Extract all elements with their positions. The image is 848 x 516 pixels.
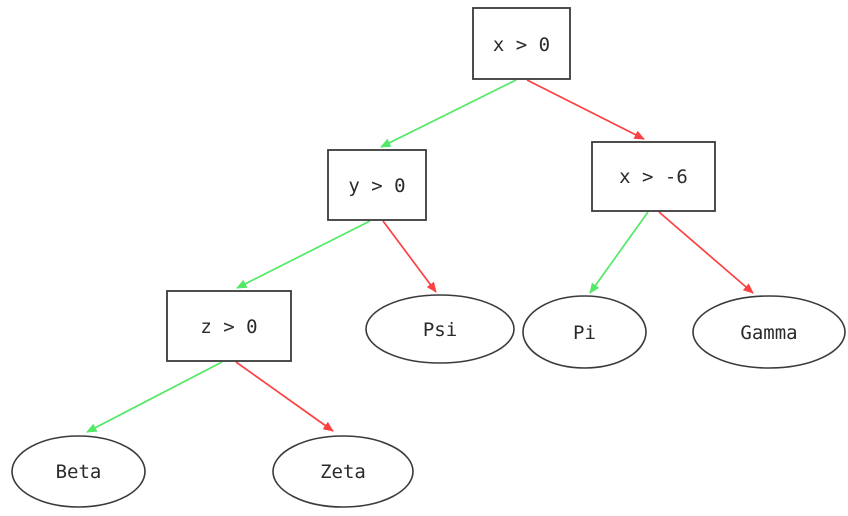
node-y: y > 0 <box>327 149 427 221</box>
edge-y-to-z-true <box>236 220 371 289</box>
node-zeta-ellipse <box>272 435 414 508</box>
edge-x6-to-pi-true <box>589 211 649 294</box>
node-root-label: x > 0 <box>493 34 550 56</box>
node-gamma: Gamma <box>692 295 846 369</box>
node-psi: Psi <box>365 294 515 364</box>
node-y-box <box>327 149 427 221</box>
node-pi-label: Pi <box>573 322 596 344</box>
edge-root-to-x6-false <box>526 79 645 140</box>
node-y-label: y > 0 <box>348 175 405 197</box>
edge-y-to-psi-false <box>382 220 437 293</box>
node-zeta-label: Zeta <box>320 461 366 483</box>
edge-x6-to-gamma-false <box>658 211 754 294</box>
node-z: z > 0 <box>166 290 292 362</box>
node-beta-label: Beta <box>56 461 102 483</box>
node-beta-ellipse <box>11 435 146 508</box>
node-x6: x > -6 <box>591 141 716 212</box>
node-gamma-ellipse <box>692 295 846 369</box>
node-x6-box <box>591 141 716 212</box>
node-gamma-label: Gamma <box>740 322 797 344</box>
edge-z-to-beta-true <box>86 361 223 433</box>
node-root: x > 0 <box>472 7 571 80</box>
node-x6-label: x > -6 <box>619 166 688 188</box>
node-pi: Pi <box>522 295 647 369</box>
node-pi-ellipse <box>522 295 647 369</box>
node-psi-ellipse <box>365 294 515 364</box>
node-z-label: z > 0 <box>200 316 257 338</box>
node-root-box <box>472 7 571 80</box>
node-psi-label: Psi <box>423 319 457 341</box>
node-z-box <box>166 290 292 362</box>
node-zeta: Zeta <box>272 435 414 508</box>
edge-z-to-zeta-false <box>235 361 334 432</box>
node-beta: Beta <box>11 435 146 508</box>
edge-root-to-y-true <box>380 79 517 148</box>
